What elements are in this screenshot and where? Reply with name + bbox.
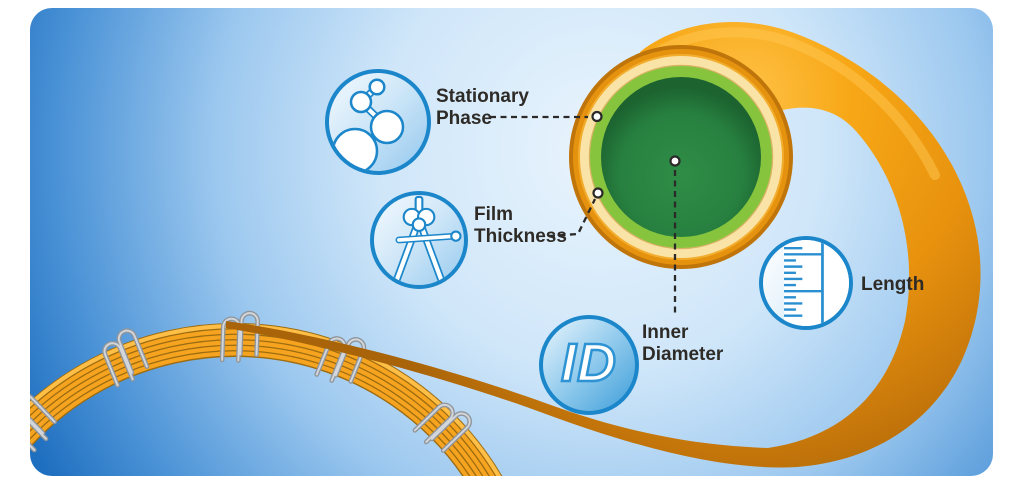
stationary-phase-label-line2: Phase — [436, 108, 492, 129]
film-thickness-marker — [592, 187, 604, 199]
coil-clips — [30, 310, 472, 453]
stationary-phase-marker — [591, 110, 603, 123]
length-label-line1: Length — [861, 274, 925, 295]
column-tube — [226, 22, 981, 468]
stationary-phase-label-line1: Stationary — [436, 86, 529, 107]
coil-clip — [102, 328, 150, 388]
inner-diameter-badge: ID — [539, 315, 639, 415]
inner-diameter-label-line2: Diameter — [642, 344, 724, 365]
column-cross-section — [569, 45, 793, 269]
film-thickness-label-line1: Film — [474, 204, 514, 225]
stationary-phase-badge — [325, 69, 431, 175]
inner-diameter-label-line1: Inner — [642, 322, 689, 343]
coating-shadow-ring — [588, 64, 774, 250]
coil-strand — [30, 351, 484, 476]
tube-highlight — [643, 27, 940, 180]
callout-markers — [591, 110, 681, 199]
length-label: Length — [861, 274, 924, 296]
coil-strand — [30, 345, 489, 476]
coil-strand — [30, 334, 499, 476]
callout-connectors — [490, 115, 677, 316]
film-thickness-badge — [370, 191, 468, 289]
inner-diameter-label: Inner Diameter — [642, 322, 723, 366]
coil-clip — [412, 402, 472, 453]
id-badge-text: ID — [560, 333, 618, 393]
coil-base — [30, 322, 509, 476]
coil-clip — [30, 393, 57, 453]
length-badge — [759, 236, 853, 330]
film-thickness-label-line2: Thickness — [474, 226, 567, 247]
molecule-icon — [331, 78, 405, 171]
compass-icon — [393, 195, 462, 284]
inner-diameter-marker — [669, 155, 681, 167]
film-thickness-line — [548, 198, 597, 238]
stationary-phase-label: Stationary Phase — [436, 86, 529, 130]
ruler-icon — [784, 240, 849, 326]
film-thickness-label: Film Thickness — [474, 204, 567, 248]
coil-strand — [30, 340, 494, 476]
bore-circle — [601, 77, 761, 237]
